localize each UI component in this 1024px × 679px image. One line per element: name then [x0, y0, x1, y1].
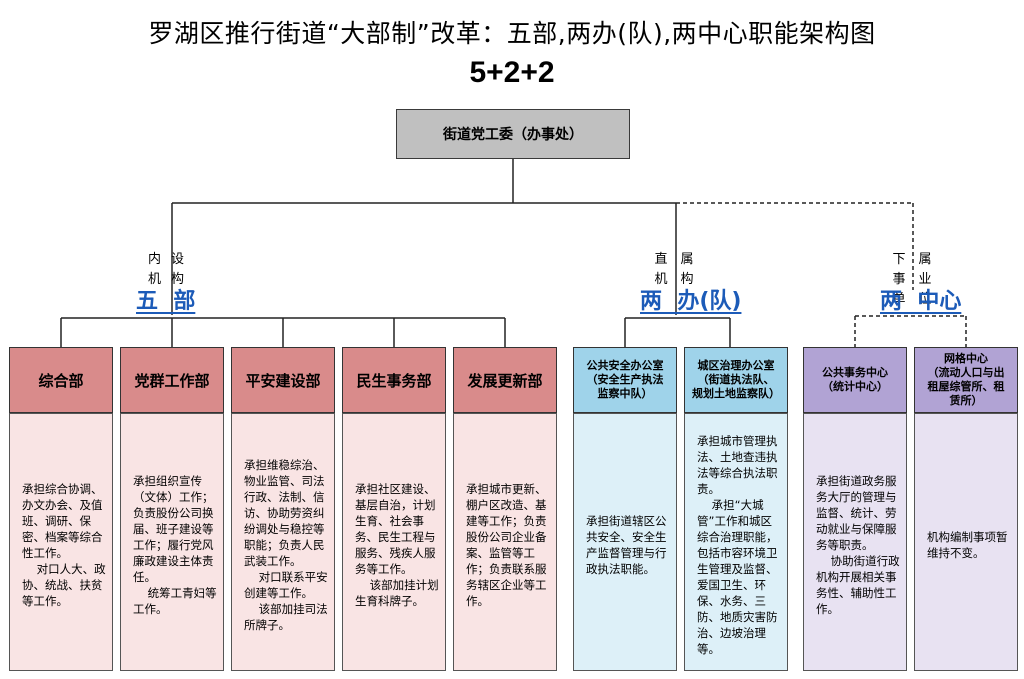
dept-desc: 承担综合协调、办文办会、及值班、调研、保密、档案等综合性工作。 对口人大、政协、… — [22, 482, 106, 608]
dept-column-party-masses: 党群工作部 承担组织宣传（文体）工作；负责股份公司换届、班子建设等工作；履行党风… — [120, 347, 224, 671]
dept-body: 承担综合协调、办文办会、及值班、调研、保密、档案等综合性工作。 对口人大、政协、… — [9, 413, 113, 671]
group-label-two-offices: 两 办(队) — [640, 289, 742, 314]
dept-desc: 承担维稳综治、物业监管、司法行政、法制、信访、协助劳资纠纷调处与稳控等职能；负责… — [244, 458, 328, 632]
center-head: 公共事务中心 （统计中心） — [803, 347, 907, 413]
dept-desc: 承担社区建设、基层自治，计划生育、社会事务、民生工程与服务、残疾人服务等工作。 … — [355, 482, 439, 608]
top-node-party-committee: 街道党工委（办事处） — [396, 109, 630, 159]
page-title: 罗湖区推行街道“大部制”改革：五部,两办(队),两中心职能架构图 — [148, 19, 876, 48]
page-subtitle: 5+2+2 — [469, 56, 555, 89]
dept-column-livelihood: 民生事务部 承担社区建设、基层自治，计划生育、社会事务、民生工程与服务、残疾人服… — [342, 347, 446, 671]
dept-body: 承担维稳综治、物业监管、司法行政、法制、信访、协助劳资纠纷调处与稳控等职能；负责… — [231, 413, 335, 671]
office-column-urban-governance: 城区治理办公室 （街道执法队、 规划土地监察队） 承担城市管理执法、土地查违执法… — [684, 347, 788, 671]
center-column-public-affairs: 公共事务中心 （统计中心） 承担街道政务服务大厅的管理与监督、统计、劳动就业与保… — [803, 347, 907, 671]
dept-head: 发展更新部 — [453, 347, 557, 413]
center-body: 机构编制事项暂维持不变。 — [914, 413, 1018, 671]
dept-desc: 承担城市更新、棚户区改造、基建等工作；负责股份公司企业备案、监管等工作；负责联系… — [466, 482, 547, 608]
center-desc: 机构编制事项暂维持不变。 — [927, 530, 1008, 560]
center-body: 承担街道政务服务大厅的管理与监督、统计、劳动就业与保障服务等职责。 协助街道行政… — [803, 413, 907, 671]
relation-subordinate: 下事单 属业位 — [892, 252, 932, 307]
office-body: 承担街道辖区公共安全、安全生产监督管理与行政执法职能。 — [573, 413, 677, 671]
dept-head: 党群工作部 — [120, 347, 224, 413]
office-body: 承担城市管理执法、土地查违执法等综合执法职责。 承担“大城管”工作和城区综合治理… — [684, 413, 788, 671]
relation-internal: 内机 设构 — [148, 252, 185, 287]
center-head: 网格中心 （流动人口与出 租屋综管所、租 赁所） — [914, 347, 1018, 413]
dept-head: 综合部 — [9, 347, 113, 413]
dept-column-public-safety: 平安建设部 承担维稳综治、物业监管、司法行政、法制、信访、协助劳资纠纷调处与稳控… — [231, 347, 335, 671]
center-column-grid: 网格中心 （流动人口与出 租屋综管所、租 赁所） 机构编制事项暂维持不变。 — [914, 347, 1018, 671]
top-node-label: 街道党工委（办事处） — [443, 127, 583, 143]
center-desc: 承担街道政务服务大厅的管理与监督、统计、劳动就业与保障服务等职责。 协助街道行政… — [816, 474, 900, 616]
office-desc: 承担城市管理执法、土地查违执法等综合执法职责。 承担“大城管”工作和城区综合治理… — [697, 434, 778, 656]
dept-body: 承担社区建设、基层自治，计划生育、社会事务、民生工程与服务、残疾人服务等工作。 … — [342, 413, 446, 671]
dept-column-development: 发展更新部 承担城市更新、棚户区改造、基建等工作；负责股份公司企业备案、监管等工… — [453, 347, 557, 671]
dept-column-general: 综合部 承担综合协调、办文办会、及值班、调研、保密、档案等综合性工作。 对口人大… — [9, 347, 113, 671]
dept-desc: 承担组织宣传（文体）工作；负责股份公司换届、班子建设等工作；履行党风廉政建设主体… — [133, 474, 217, 616]
office-head: 城区治理办公室 （街道执法队、 规划土地监察队） — [684, 347, 788, 413]
dept-head: 民生事务部 — [342, 347, 446, 413]
dept-body: 承担组织宣传（文体）工作；负责股份公司换届、班子建设等工作；履行党风廉政建设主体… — [120, 413, 224, 671]
group-label-five-departments: 五 部 — [136, 289, 196, 314]
office-desc: 承担街道辖区公共安全、安全生产监督管理与行政执法职能。 — [586, 514, 667, 576]
group-label-two-centers: 两 中心 — [880, 289, 962, 314]
dept-body: 承担城市更新、棚户区改造、基建等工作；负责股份公司企业备案、监管等工作；负责联系… — [453, 413, 557, 671]
office-head: 公共安全办公室 （安全生产执法 监察中队） — [573, 347, 677, 413]
office-column-public-security: 公共安全办公室 （安全生产执法 监察中队） 承担街道辖区公共安全、安全生产监督管… — [573, 347, 677, 671]
relation-direct: 直机 属构 — [654, 252, 694, 287]
dept-head: 平安建设部 — [231, 347, 335, 413]
